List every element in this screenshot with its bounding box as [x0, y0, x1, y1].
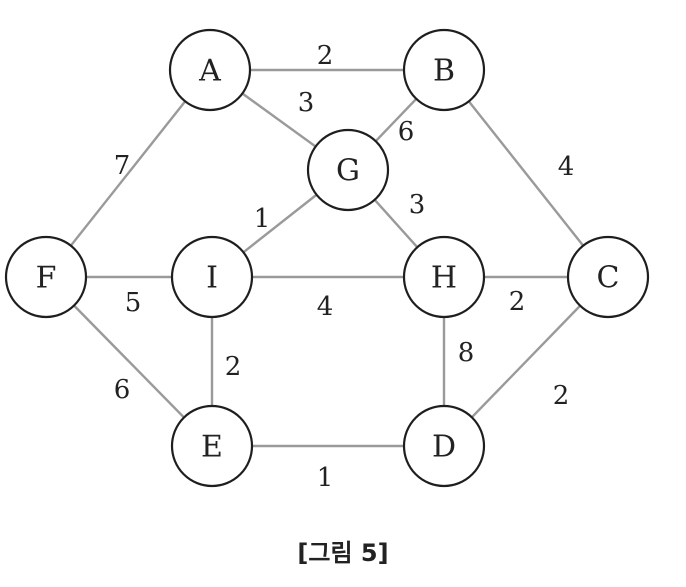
- node-d: D: [402, 404, 486, 488]
- node-circle: [402, 28, 486, 112]
- edge-weight-i-e: 2: [225, 352, 242, 382]
- figure-caption: [그림 5]: [297, 539, 389, 567]
- node-label: I: [206, 261, 218, 296]
- edge-weight-a-g: 3: [298, 88, 315, 118]
- edge-weight-e-d: 1: [317, 463, 334, 493]
- node-a: A: [168, 28, 252, 112]
- node-circle: [402, 404, 486, 488]
- edge-weight-b-g: 6: [398, 117, 415, 147]
- edge-weight-f-i: 5: [125, 288, 142, 318]
- node-circle: [4, 235, 88, 319]
- node-circle: [170, 404, 254, 488]
- node-g: G: [306, 128, 390, 212]
- node-b: B: [402, 28, 486, 112]
- node-circle: [168, 28, 252, 112]
- node-circle: [566, 235, 650, 319]
- node-label: C: [597, 261, 620, 296]
- nodes-layer: A B G F I H C E D: [4, 28, 650, 488]
- node-f: F: [4, 235, 88, 319]
- edge-weight-a-b: 2: [317, 41, 334, 71]
- edge-weight-g-i: 1: [254, 204, 271, 234]
- node-label: B: [433, 54, 455, 89]
- node-c: C: [566, 235, 650, 319]
- edge-weight-b-c: 4: [558, 152, 575, 182]
- edge-weight-h-c: 2: [509, 287, 526, 317]
- edge-weight-a-f: 7: [114, 151, 131, 181]
- edge-weight-i-h: 4: [317, 292, 334, 322]
- edge-weight-h-d: 8: [458, 338, 475, 368]
- node-label: D: [432, 430, 456, 465]
- node-label: F: [36, 261, 57, 296]
- node-label: A: [198, 54, 221, 89]
- node-label: H: [431, 261, 457, 296]
- node-label: E: [201, 430, 223, 465]
- edge-b-c: [443, 69, 609, 278]
- node-circle: [306, 128, 390, 212]
- node-circle: [170, 235, 254, 319]
- edge-a-f: [45, 69, 211, 278]
- node-i: I: [170, 235, 254, 319]
- edge-weight-g-h: 3: [409, 190, 426, 220]
- node-e: E: [170, 404, 254, 488]
- node-circle: [402, 235, 486, 319]
- edge-weight-c-d: 2: [553, 381, 570, 411]
- edges-layer: [45, 68, 609, 448]
- edge-weight-f-e: 6: [114, 375, 131, 405]
- node-h: H: [402, 235, 486, 319]
- node-label: G: [336, 154, 360, 189]
